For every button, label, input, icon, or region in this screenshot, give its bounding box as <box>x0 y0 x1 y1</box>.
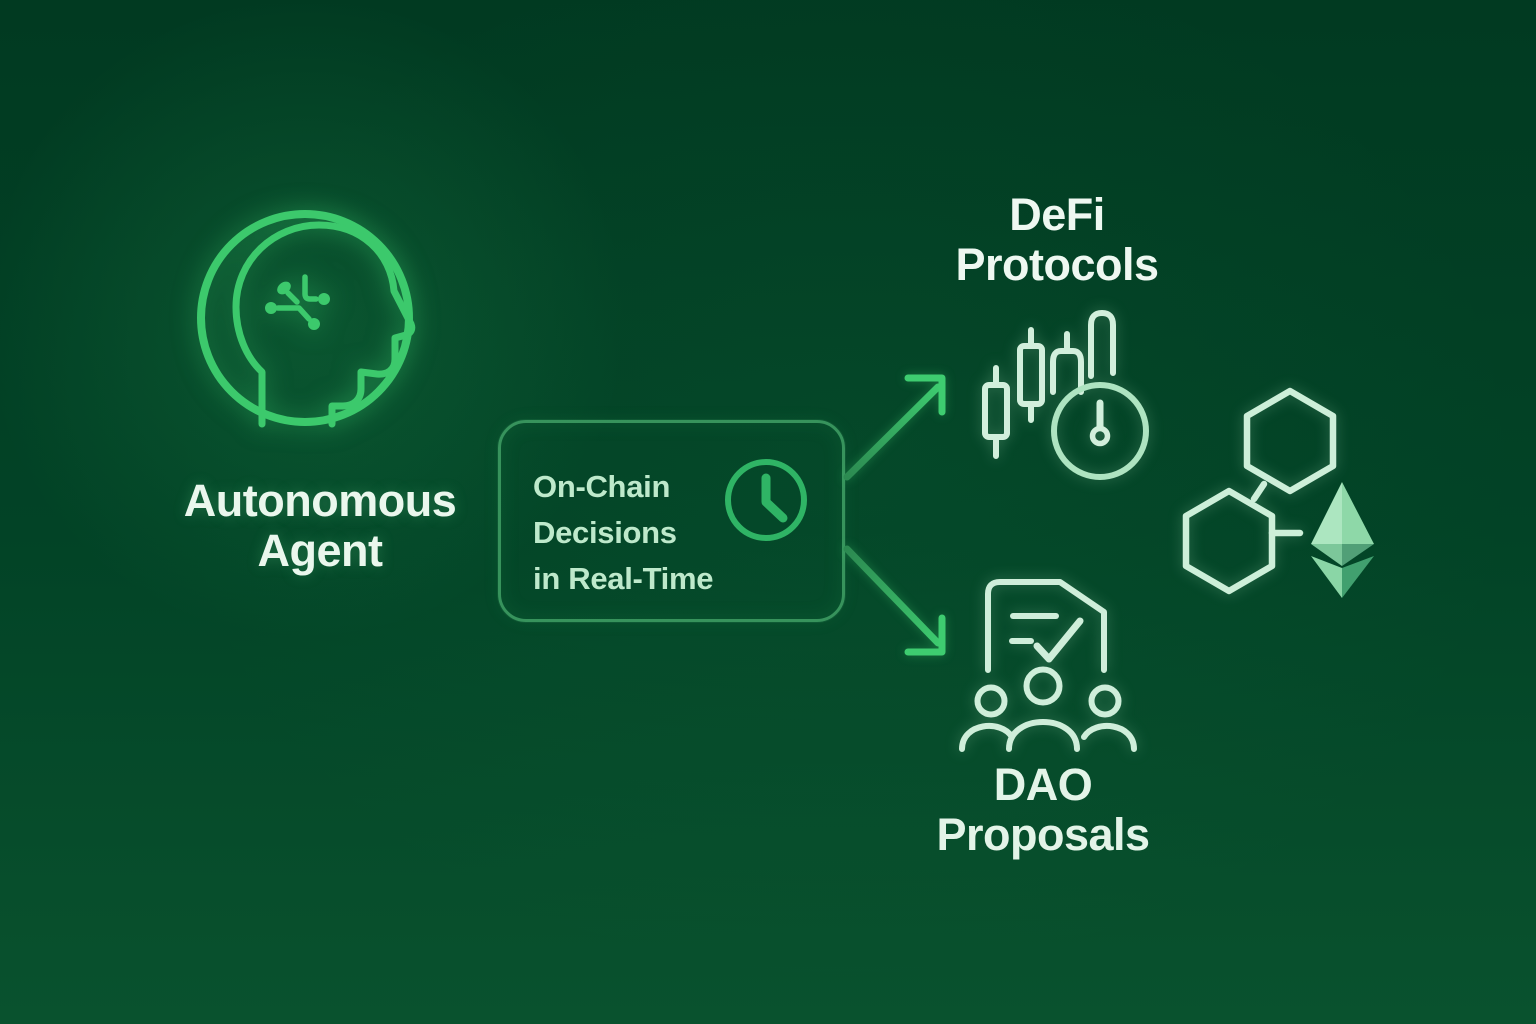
decision-text-line1: On-Chain <box>533 469 671 504</box>
decision-box-text: On-Chain Decisions in Real-Time <box>533 464 773 602</box>
ethereum-logo-icon <box>1311 482 1374 598</box>
dao-label-line2: Proposals <box>936 809 1150 860</box>
hexagon-network-icon <box>1182 387 1337 595</box>
arrow-to-dao <box>843 545 946 656</box>
clock-icon <box>725 459 807 541</box>
defi-protocols-label: DeFi Protocols <box>907 190 1207 290</box>
decision-text-line2: Decisions <box>533 515 677 550</box>
agent-label-line1: Autonomous <box>183 475 457 526</box>
agent-label-line2: Agent <box>257 525 384 576</box>
dao-label-line1: DAO <box>993 759 1093 810</box>
defi-label-line2: Protocols <box>955 239 1159 290</box>
decision-box <box>498 420 845 622</box>
dao-proposals-label: DAO Proposals <box>893 760 1193 860</box>
proposal-document-people-icon <box>959 579 1137 752</box>
arrow-to-defi <box>843 374 946 481</box>
candlestick-chart-clock-icon <box>982 310 1149 480</box>
agent-label: Autonomous Agent <box>120 476 520 576</box>
decision-text-line3: in Real-Time <box>533 561 714 596</box>
defi-label-line1: DeFi <box>1009 189 1105 240</box>
brain-circuit-head-icon <box>197 210 416 428</box>
